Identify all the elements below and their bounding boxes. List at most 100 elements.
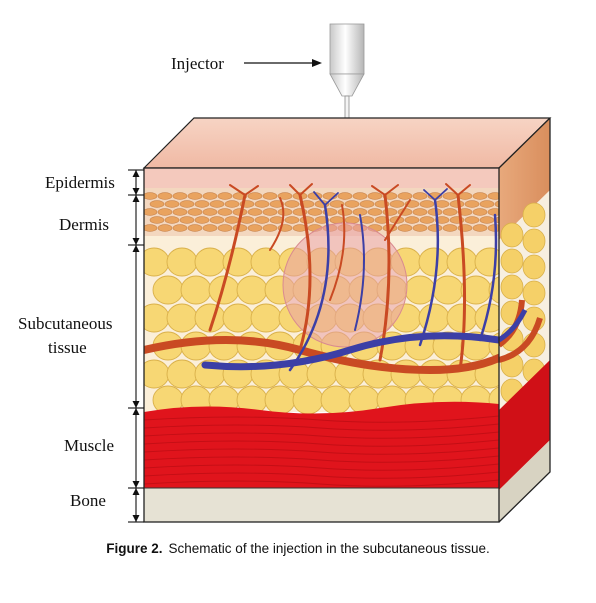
- dermis-cell: [412, 224, 428, 232]
- bracket-arrowhead: [132, 481, 140, 488]
- fat-cell: [390, 359, 422, 389]
- figure-caption: Figure 2.Schematic of the injection in t…: [0, 541, 596, 556]
- muscle-fiber: [144, 463, 499, 471]
- fat-cell: [320, 385, 352, 415]
- dermis-cell: [277, 208, 293, 216]
- fat-cell: [404, 275, 436, 305]
- syringe-body: [329, 23, 365, 75]
- dermis-cell: [434, 200, 450, 208]
- dermis-cell: [479, 200, 495, 208]
- dermis-cell: [479, 216, 495, 224]
- subcutaneous-label-line2: tissue: [48, 338, 87, 357]
- dermis-label: Dermis: [59, 215, 109, 234]
- dermis-cell: [144, 224, 158, 232]
- fat-cell: [264, 385, 296, 415]
- dermis-cell: [487, 192, 499, 200]
- dermis-cell: [157, 208, 173, 216]
- dermis-cell: [457, 208, 473, 216]
- dermis-cell: [157, 192, 173, 200]
- muscle-fiber: [144, 455, 499, 463]
- dermis-cell: [144, 192, 158, 200]
- dermis-cell: [397, 192, 413, 200]
- dermis-cell: [359, 200, 375, 208]
- bracket-arrows: [132, 170, 140, 522]
- dermis-cell: [217, 192, 233, 200]
- fat-cell: [166, 359, 198, 389]
- epidermis-top-surface: [142, 117, 552, 169]
- epidermis-layer: [144, 168, 499, 190]
- layer-brackets: [128, 169, 144, 523]
- dermis-cell: [172, 224, 188, 232]
- bracket-arrowhead: [132, 195, 140, 202]
- dermis-cell: [157, 224, 173, 232]
- dermis-cell: [472, 224, 488, 232]
- dermis-cell: [209, 216, 225, 224]
- dermis-cell: [464, 216, 480, 224]
- muscle-fiber: [144, 479, 499, 487]
- syringe-tip: [329, 73, 365, 97]
- dermis-cell: [194, 216, 210, 224]
- dermis-cell: [419, 200, 435, 208]
- dermis-cell: [224, 216, 240, 224]
- dermis-cell: [344, 200, 360, 208]
- fat-cell: [166, 303, 198, 333]
- fat-cell: [474, 247, 499, 277]
- dermis-cell: [164, 200, 180, 208]
- fat-cell: [194, 247, 226, 277]
- dermis-cell: [164, 216, 180, 224]
- dermis-cell: [247, 192, 263, 200]
- dermis-cell: [344, 216, 360, 224]
- dermis-cell: [442, 224, 458, 232]
- dermis-cell: [262, 192, 278, 200]
- fat-cell: [306, 359, 338, 389]
- veins: [201, 188, 499, 372]
- dermis-cell: [284, 200, 300, 208]
- muscle-fiber: [144, 439, 499, 447]
- bone-layer: [144, 488, 499, 522]
- fat-cell: [522, 254, 546, 280]
- dermis-cell: [247, 224, 263, 232]
- injector-arrow: [244, 59, 322, 67]
- bracket-arrowhead: [132, 245, 140, 252]
- dermis-cell: [217, 208, 233, 216]
- dermis-cell: [404, 216, 420, 224]
- dermis-cell: [412, 208, 428, 216]
- dermis-cell: [172, 192, 188, 200]
- dermis-cell: [247, 208, 263, 216]
- dermis-cell: [284, 216, 300, 224]
- fat-cell: [418, 303, 450, 333]
- dermis-cell: [179, 200, 195, 208]
- fat-cell: [222, 303, 254, 333]
- bracket-arrowhead: [132, 238, 140, 245]
- muscle-layer: [144, 401, 499, 490]
- dermis-cell: [352, 192, 368, 200]
- dermis-cell: [217, 224, 233, 232]
- epidermis-label: Epidermis: [45, 173, 115, 192]
- muscle-fiber: [144, 415, 499, 423]
- muscle-fiber: [144, 431, 499, 439]
- dermis-cell: [149, 200, 165, 208]
- fat-cell: [180, 275, 212, 305]
- muscle-fiber: [144, 423, 499, 431]
- dermis-cell: [202, 208, 218, 216]
- dermis-cell: [262, 208, 278, 216]
- bracket-arrowhead: [132, 188, 140, 195]
- dermis-cell: [329, 216, 345, 224]
- fat-cell: [152, 275, 184, 305]
- dermis-cell: [494, 200, 499, 208]
- caption-text: Schematic of the injection in the subcut…: [168, 541, 490, 556]
- fat-cell: [250, 303, 282, 333]
- muscle-fiber: [144, 447, 499, 455]
- muscle-fibers: [144, 415, 499, 487]
- dermis-cell: [187, 208, 203, 216]
- bone-label: Bone: [70, 491, 106, 510]
- dermis-cell: [307, 208, 323, 216]
- bracket-arrowhead: [132, 401, 140, 408]
- dermis-cell: [172, 208, 188, 216]
- dermis-cell: [239, 216, 255, 224]
- fat-cell: [292, 385, 324, 415]
- dermis-cell: [269, 216, 285, 224]
- fat-cell: [250, 247, 282, 277]
- bracket-arrowhead: [132, 170, 140, 177]
- dermis-cell: [427, 224, 443, 232]
